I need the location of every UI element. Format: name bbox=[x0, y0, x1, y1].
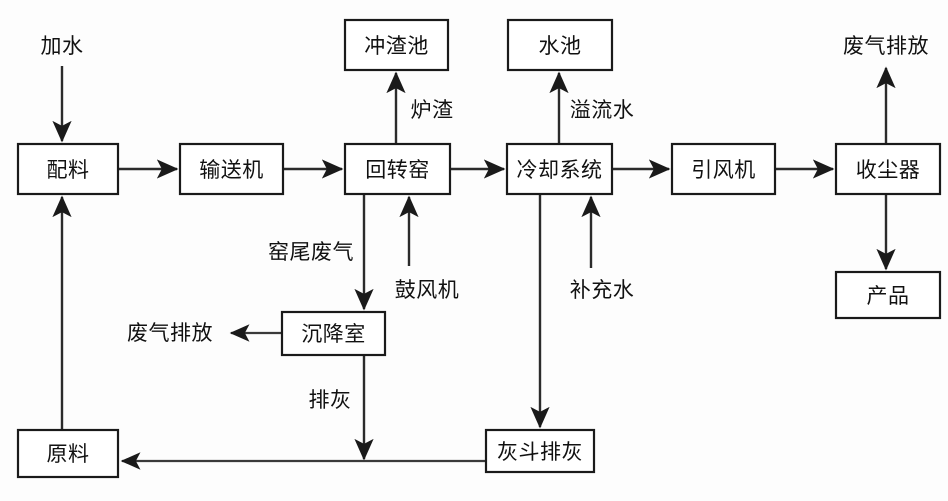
node-chanpin-label: 产品 bbox=[867, 284, 910, 308]
node-yinfengji-label: 引风机 bbox=[691, 158, 756, 182]
label-feiqipaifang-left: 废气排放 bbox=[127, 321, 213, 345]
node-chanpin[interactable]: 产品 bbox=[834, 270, 942, 320]
edges-layer bbox=[52, 66, 896, 470]
node-shouchenqi-label: 收尘器 bbox=[856, 158, 921, 182]
node-shuichi-label: 水池 bbox=[539, 34, 582, 58]
node-shouchenqi-box[interactable] bbox=[834, 142, 942, 196]
label-buchongshui: 补充水 bbox=[570, 278, 635, 302]
node-pliao[interactable]: 配料 bbox=[16, 142, 120, 196]
node-pliao-box[interactable] bbox=[16, 142, 120, 196]
node-yinfengji-box[interactable] bbox=[670, 142, 777, 196]
node-huizhuanyao-box[interactable] bbox=[343, 142, 452, 196]
label-yaoweifeiqi: 窑尾废气 bbox=[268, 240, 354, 264]
node-lengque[interactable]: 冷却系统 bbox=[505, 142, 614, 196]
node-chenjiangshi[interactable]: 沉降室 bbox=[280, 310, 387, 357]
node-chongzhachi[interactable]: 冲渣池 bbox=[343, 18, 450, 72]
node-huizhuanyao[interactable]: 回转窑 bbox=[343, 142, 452, 196]
node-yuanliao-box[interactable] bbox=[16, 428, 120, 479]
label-luzha: 炉渣 bbox=[411, 98, 454, 122]
node-chanpin-box[interactable] bbox=[834, 270, 942, 320]
node-pliao-label: 配料 bbox=[47, 158, 90, 182]
node-huizhuanyao-label: 回转窑 bbox=[365, 158, 430, 182]
node-chenjiangshi-label: 沉降室 bbox=[301, 322, 366, 346]
node-chenjiangshi-box[interactable] bbox=[280, 310, 387, 357]
label-feiqipaifang-top: 废气排放 bbox=[843, 34, 929, 58]
node-shuichi[interactable]: 水池 bbox=[506, 18, 614, 72]
node-yuanliao-label: 原料 bbox=[47, 442, 90, 466]
label-jiashui: 加水 bbox=[41, 34, 84, 58]
label-paihui: 排灰 bbox=[309, 388, 352, 412]
node-huidoupaihui-box[interactable] bbox=[484, 428, 596, 474]
edge-labels-layer: 加水 炉渣 溢流水 废气排放 窑尾废气 鼓风机 补充水 废气排放 排灰 bbox=[41, 34, 929, 412]
node-chongzhachi-label: 冲渣池 bbox=[364, 34, 429, 58]
node-lengque-box[interactable] bbox=[505, 142, 614, 196]
node-chongzhachi-box[interactable] bbox=[343, 18, 450, 72]
label-gufengji: 鼓风机 bbox=[395, 278, 460, 302]
node-huidoupaihui[interactable]: 灰斗排灰 bbox=[484, 428, 596, 474]
node-shusongji-label: 输送机 bbox=[199, 158, 264, 182]
node-shouchenqi[interactable]: 收尘器 bbox=[834, 142, 942, 196]
node-yuanliao[interactable]: 原料 bbox=[16, 428, 120, 479]
label-yiliushui: 溢流水 bbox=[570, 98, 635, 122]
node-yinfengji[interactable]: 引风机 bbox=[670, 142, 777, 196]
node-shusongji-box[interactable] bbox=[178, 142, 285, 196]
node-lengque-label: 冷却系统 bbox=[517, 158, 603, 182]
nodes-layer: 配料 输送机 回转窑 冷却系统 引风机 收尘器 bbox=[16, 18, 942, 479]
node-huidoupaihui-label: 灰斗排灰 bbox=[497, 440, 583, 464]
node-shuichi-box[interactable] bbox=[506, 18, 614, 72]
node-shusongji[interactable]: 输送机 bbox=[178, 142, 285, 196]
